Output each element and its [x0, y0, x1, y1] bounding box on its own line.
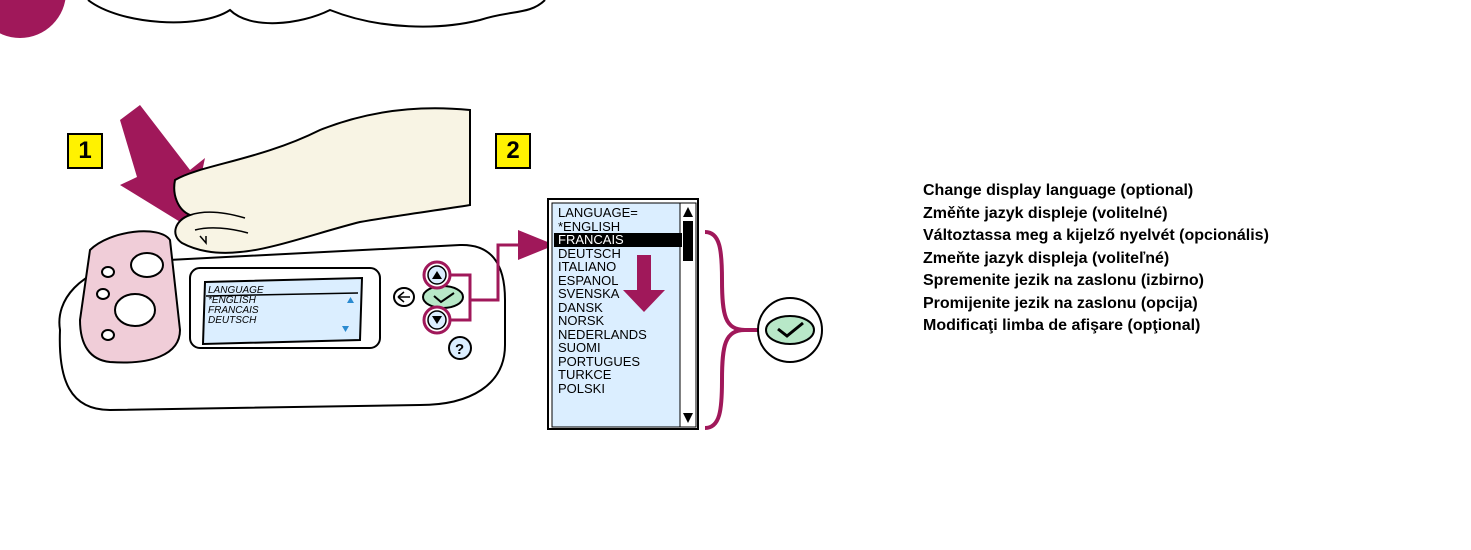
lcd-line: DEUTSCH: [208, 315, 257, 326]
language-item: SUOMI: [558, 340, 601, 355]
language-menu-header: LANGUAGE=: [558, 205, 638, 220]
checkmark-icon: [765, 315, 815, 345]
keypad-button: [130, 252, 164, 278]
instructions: Change display language (optional) Změňt…: [923, 180, 1269, 338]
instruction-line: Változtassa meg a kijelző nyelvét (opcio…: [923, 227, 1269, 244]
help-icon: [448, 336, 472, 360]
language-item: NEDERLANDS: [558, 326, 647, 342]
keypad-button: [114, 293, 156, 327]
connector-line: [450, 243, 530, 302]
lcd-down-icon: [342, 326, 349, 332]
lcd-up-icon: [347, 297, 354, 303]
language-item-selected: FRANCAIS: [554, 233, 682, 247]
language-item: DEUTSCH: [558, 245, 621, 261]
instruction-line: Spremenite jezik na zaslonu (izbirno): [923, 272, 1204, 289]
scroll-up-icon: [683, 207, 693, 217]
language-item: *ENGLISH: [558, 218, 621, 234]
lcd-line: LANGUAGE: [208, 285, 264, 296]
step-marker-circle: [0, 0, 66, 38]
lcd-line: FRANCAIS: [208, 305, 259, 316]
instruction-line: Change display language (optional): [923, 182, 1194, 199]
checkmark-button: [422, 285, 464, 309]
instruction-line: Modificaţi limba de afişare (opţional): [923, 317, 1201, 334]
step-2-badge: 2: [495, 133, 531, 169]
language-item: ITALIANO: [558, 259, 617, 274]
hand-icon: [173, 107, 471, 254]
svg-text:?: ?: [455, 341, 464, 358]
keypad-dot: [101, 266, 115, 278]
lcd-line: *ENGLISH: [208, 295, 256, 306]
language-item: SVENSKA: [558, 286, 620, 301]
instruction-line: Promijenite jezik na zaslonu (opcija): [923, 294, 1198, 312]
scroll-down-icon: [683, 413, 693, 423]
instruction-line: Změňte jazyk displeje (volitelné): [923, 204, 1168, 222]
lcd-screen: [201, 276, 364, 346]
language-menu: LANGUAGE= *ENGLISH FRANCAIS DEUTSCH ITAL…: [554, 206, 682, 395]
language-item: TURKCE: [558, 367, 612, 382]
instruction-line: Zmeňte jazyk displeja (voliteľné): [923, 249, 1170, 267]
down-arrow-icon: [623, 255, 665, 312]
pointer-arrow-icon: [518, 230, 555, 260]
language-item: ESPANOL: [558, 272, 619, 288]
step-1-badge: 1: [67, 133, 103, 169]
language-item: PORTUGUES: [558, 353, 641, 369]
language-item: DANSK: [558, 299, 603, 315]
header-stroke: [87, 0, 546, 28]
language-item: NORSK: [558, 313, 605, 328]
language-item: POLSKI: [558, 380, 605, 396]
keypad-dot: [101, 329, 115, 341]
selection-brace: [704, 230, 746, 430]
scroll-thumb: [683, 221, 693, 261]
keypad-dot: [96, 288, 110, 300]
lcd-text: LANGUAGE *ENGLISH FRANCAIS DEUTSCH: [208, 286, 348, 326]
